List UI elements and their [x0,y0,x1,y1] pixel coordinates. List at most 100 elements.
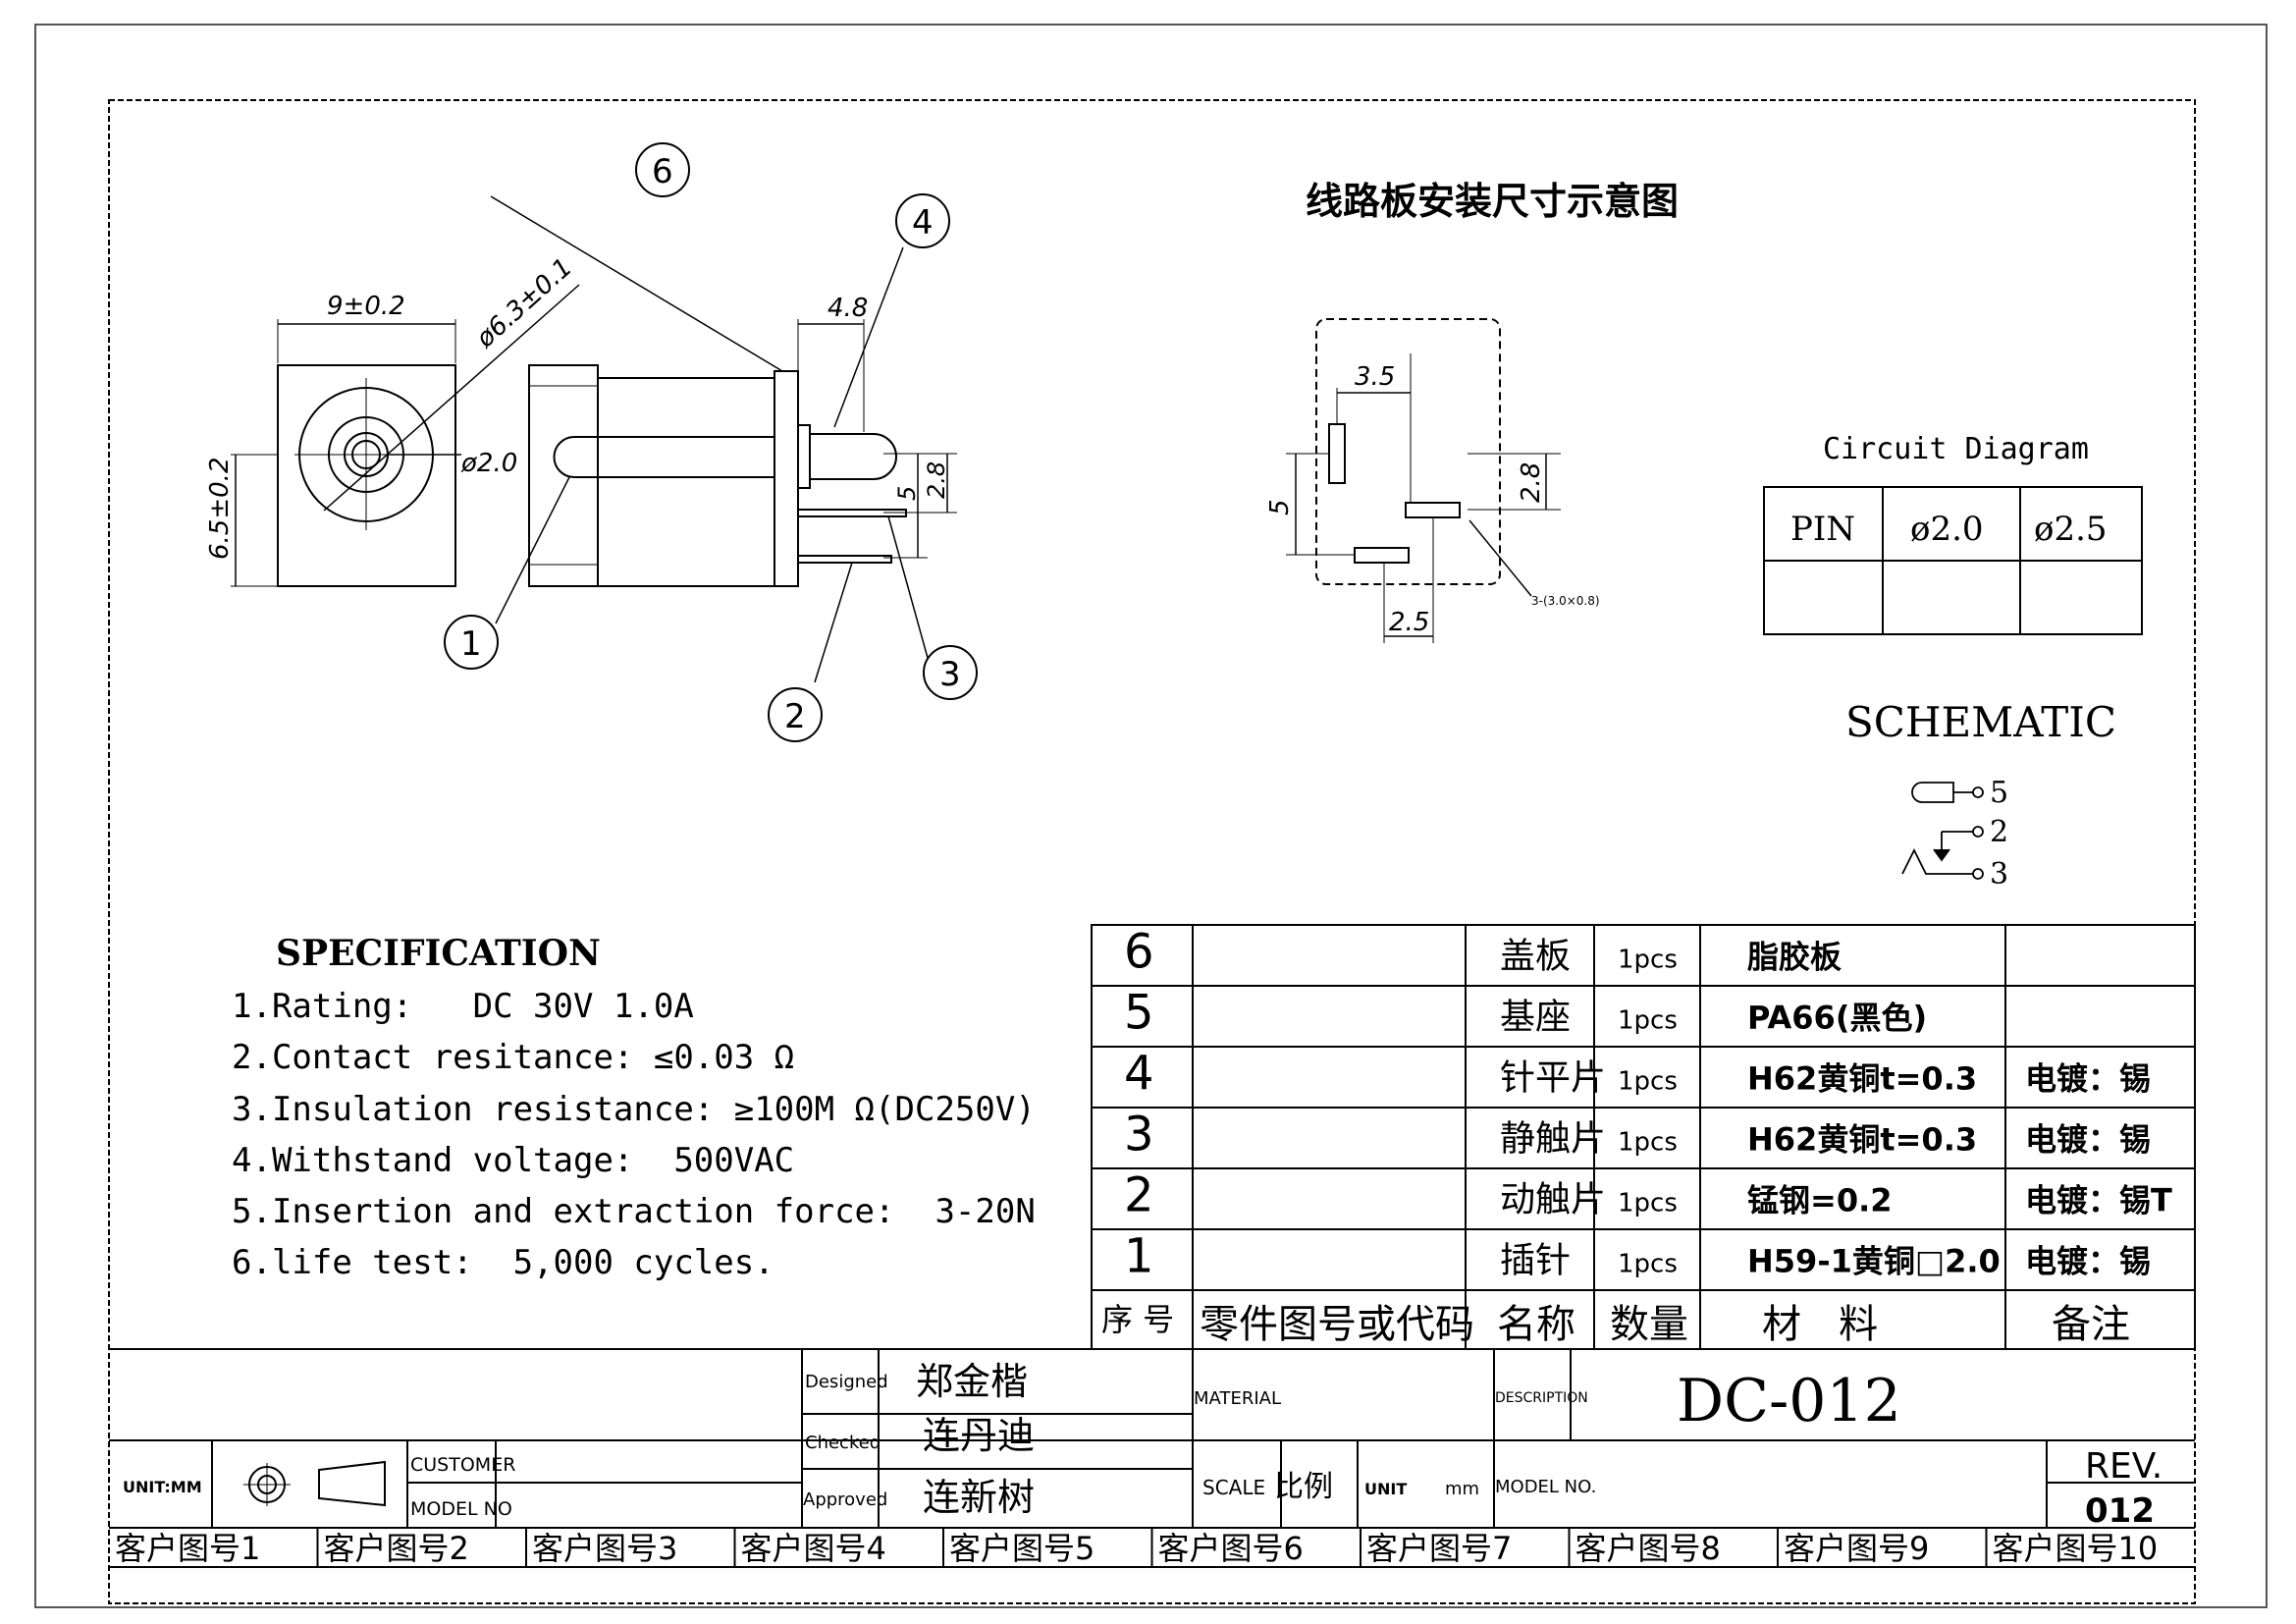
pcb-slot-right [1405,502,1461,518]
unit2-value: mm [1445,1479,1479,1499]
bom-header-note: 备注 [2052,1302,2130,1347]
model-no-label: MODEL NO [410,1498,512,1520]
bom-cell-note: 电镀：锡 [2025,1242,2151,1279]
bom-cell-no: 1 [1124,1228,1154,1283]
customer-number-3: 客户图号3 [532,1530,677,1567]
outer-frame [34,24,2268,1608]
checked-label: Checked [805,1433,881,1453]
bom-header-no: 序 号 [1101,1301,1174,1338]
bom-table [1091,924,2196,1350]
schematic-symbol [1901,782,1984,880]
spec-line-6: 6.life test: 5,000 cycles. [232,1243,774,1282]
bom-cell-name: 针平片 [1500,1057,1606,1098]
circuit-header-pin: PIN [1790,510,1855,549]
bom-cell-name: 插针 [1500,1240,1571,1280]
rev-value: 012 [2085,1491,2155,1531]
circuit-title: Circuit Diagram [1823,432,2089,466]
front-width-label: 9±0.2 [327,292,405,321]
model-label: MODEL NO. [1495,1477,1596,1497]
side-body-rear [528,364,599,587]
scale-label: SCALE [1202,1476,1265,1499]
pcb-dim-5: 5 [1265,499,1295,515]
balloon-4 [895,193,950,248]
unit2-label: UNIT [1364,1480,1407,1498]
bom-cell-material: PA66(黑色) [1747,999,1927,1036]
customer-number-10: 客户图号10 [1993,1530,2159,1567]
bom-cell-name: 静触片 [1500,1118,1606,1159]
description-label: DESCRIPTION [1495,1390,1588,1406]
bom-cell-note: 电镀：锡 [2025,1120,2151,1158]
bom-cell-note: 电镀：锡 [2025,1059,2151,1097]
customer-number-8: 客户图号8 [1575,1530,1721,1567]
front-height-label: 6.5±0.2 [205,458,235,560]
material-label: MATERIAL [1194,1388,1281,1409]
rev-label: REV. [2085,1446,2163,1487]
spec-line-1: 1.Rating: DC 30V 1.0A [232,987,694,1026]
side-dim-2-8: 2.8 [923,461,950,499]
bom-cell-material: H62黄铜t=0.3 [1747,1059,1977,1097]
bom-cell-note: 电镀：锡T [2025,1181,2172,1218]
bom-cell-material: H62黄铜t=0.3 [1747,1120,1977,1158]
bom-cell-no: 3 [1124,1107,1154,1162]
balloon-4-label: 4 [912,203,934,243]
spec-line-2: 2.Contact resitance: ≤0.03 Ω [232,1038,794,1077]
customer-number-4: 客户图号4 [741,1530,886,1567]
customer-number-1: 客户图号1 [115,1530,260,1567]
side-cover [774,370,799,587]
pcb-slot-bottom [1354,547,1410,564]
schematic-title: SCHEMATIC [1845,698,2116,746]
pcb-slot-top [1328,423,1346,484]
bom-cell-material: 脂胶板 [1747,938,1842,975]
bom-header-name: 名称 [1497,1302,1575,1347]
checked-name: 连丹迪 [923,1414,1035,1457]
balloon-2-label: 2 [784,697,806,736]
customer-number-5: 客户图号5 [949,1530,1095,1567]
bom-cell-qty: 1pcs [1618,1249,1678,1278]
bom-cell-material: 锰钢=0.2 [1747,1181,1893,1218]
spec-line-4: 4.Withstand voltage: 500VAC [232,1141,794,1180]
front-view [231,284,580,587]
bom-header-code: 零件图号或代码 [1200,1302,1474,1347]
designed-label: Designed [805,1372,888,1392]
customer-number-9: 客户图号9 [1784,1530,1929,1567]
balloon-1 [444,615,499,670]
side-view [490,195,957,683]
circuit-table [1763,486,2143,635]
front-body [277,364,456,587]
bom-cell-no: 2 [1124,1167,1154,1222]
pcb-dim-3-5: 3.5 [1355,362,1395,392]
bom-header-qty: 数量 [1610,1302,1688,1347]
customer-number-7: 客户图号7 [1366,1530,1512,1567]
schematic-pin-3: 3 [1990,857,2008,892]
bom-cell-material: H59-1黄铜□2.0 [1747,1242,2001,1279]
side-dim-4-8: 4.8 [828,294,868,323]
terminal-3 [797,555,892,564]
bom-cell-qty: 1pcs [1618,1188,1678,1218]
circuit-header-2-0: ø2.0 [1910,510,1984,549]
pcb-dim-2-8: 2.8 [1517,462,1546,503]
bom-cell-no: 6 [1124,924,1154,979]
bom-cell-qty: 1pcs [1618,1066,1678,1096]
side-body-main [597,377,775,587]
spec-line-5: 5.Insertion and extraction force: 3-20N [232,1192,1036,1231]
bom-cell-no: 4 [1124,1046,1154,1101]
bom-cell-no: 5 [1124,985,1154,1040]
scale-value: 比例 [1274,1470,1333,1504]
designed-name: 郑金楷 [916,1360,1028,1403]
customer-number-6: 客户图号6 [1158,1530,1304,1567]
inner-frame [108,99,2196,1604]
bom-header-material: 材 料 [1762,1302,1878,1347]
spec-title: SPECIFICATION [276,933,601,974]
pcb-dim-2-5: 2.5 [1389,608,1429,637]
unit-label: UNIT:MM [123,1478,202,1496]
bom-cell-qty: 1pcs [1618,945,1678,974]
side-dim-5: 5 [893,486,921,501]
balloon-2 [768,687,823,742]
balloons [444,142,978,742]
pcb-title: 线路板安装尺寸示意图 [1306,180,1679,223]
bom-cell-name: 盖板 [1500,936,1571,976]
pcb-slot-note: 3-(3.0×0.8) [1531,594,1600,608]
bom-cell-qty: 1pcs [1618,1127,1678,1157]
